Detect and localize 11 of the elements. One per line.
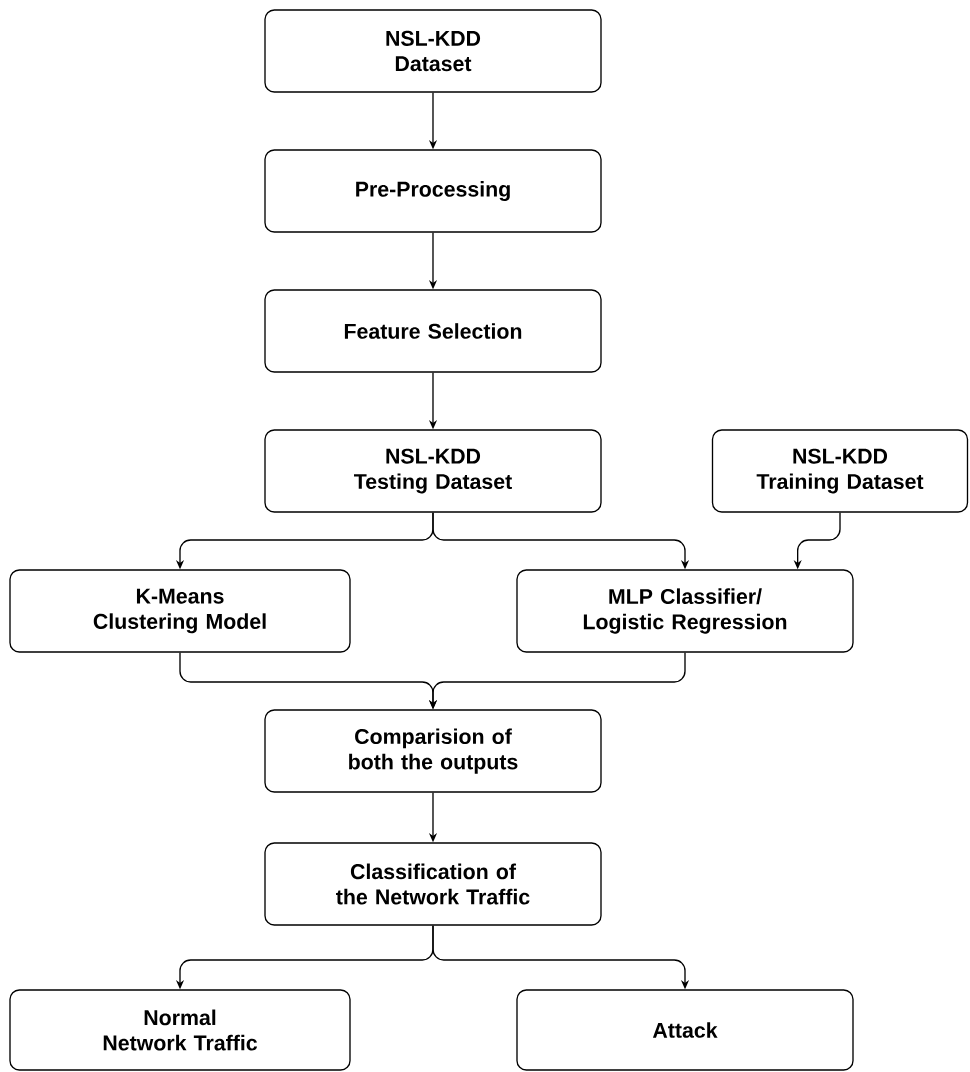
process-box: Normal Network Traffic [9, 989, 351, 1071]
process-box: Feature Selection [264, 289, 602, 373]
process-box: Attack [516, 989, 854, 1071]
process-box: NSL-KDD Testing Dataset [264, 429, 602, 513]
process-box: NSL-KDD Dataset [264, 9, 602, 93]
process-box: MLP Classifier/ Logistic Regression [516, 569, 854, 653]
process-box: NSL-KDD Training Dataset [711, 429, 969, 513]
process-box: Comparision of both the outputs [264, 709, 602, 793]
process-box: K-Means Clustering Model [9, 569, 351, 653]
process-box: Pre-Processing [264, 149, 602, 233]
process-box: Classification of the Network Traffic [264, 842, 602, 926]
